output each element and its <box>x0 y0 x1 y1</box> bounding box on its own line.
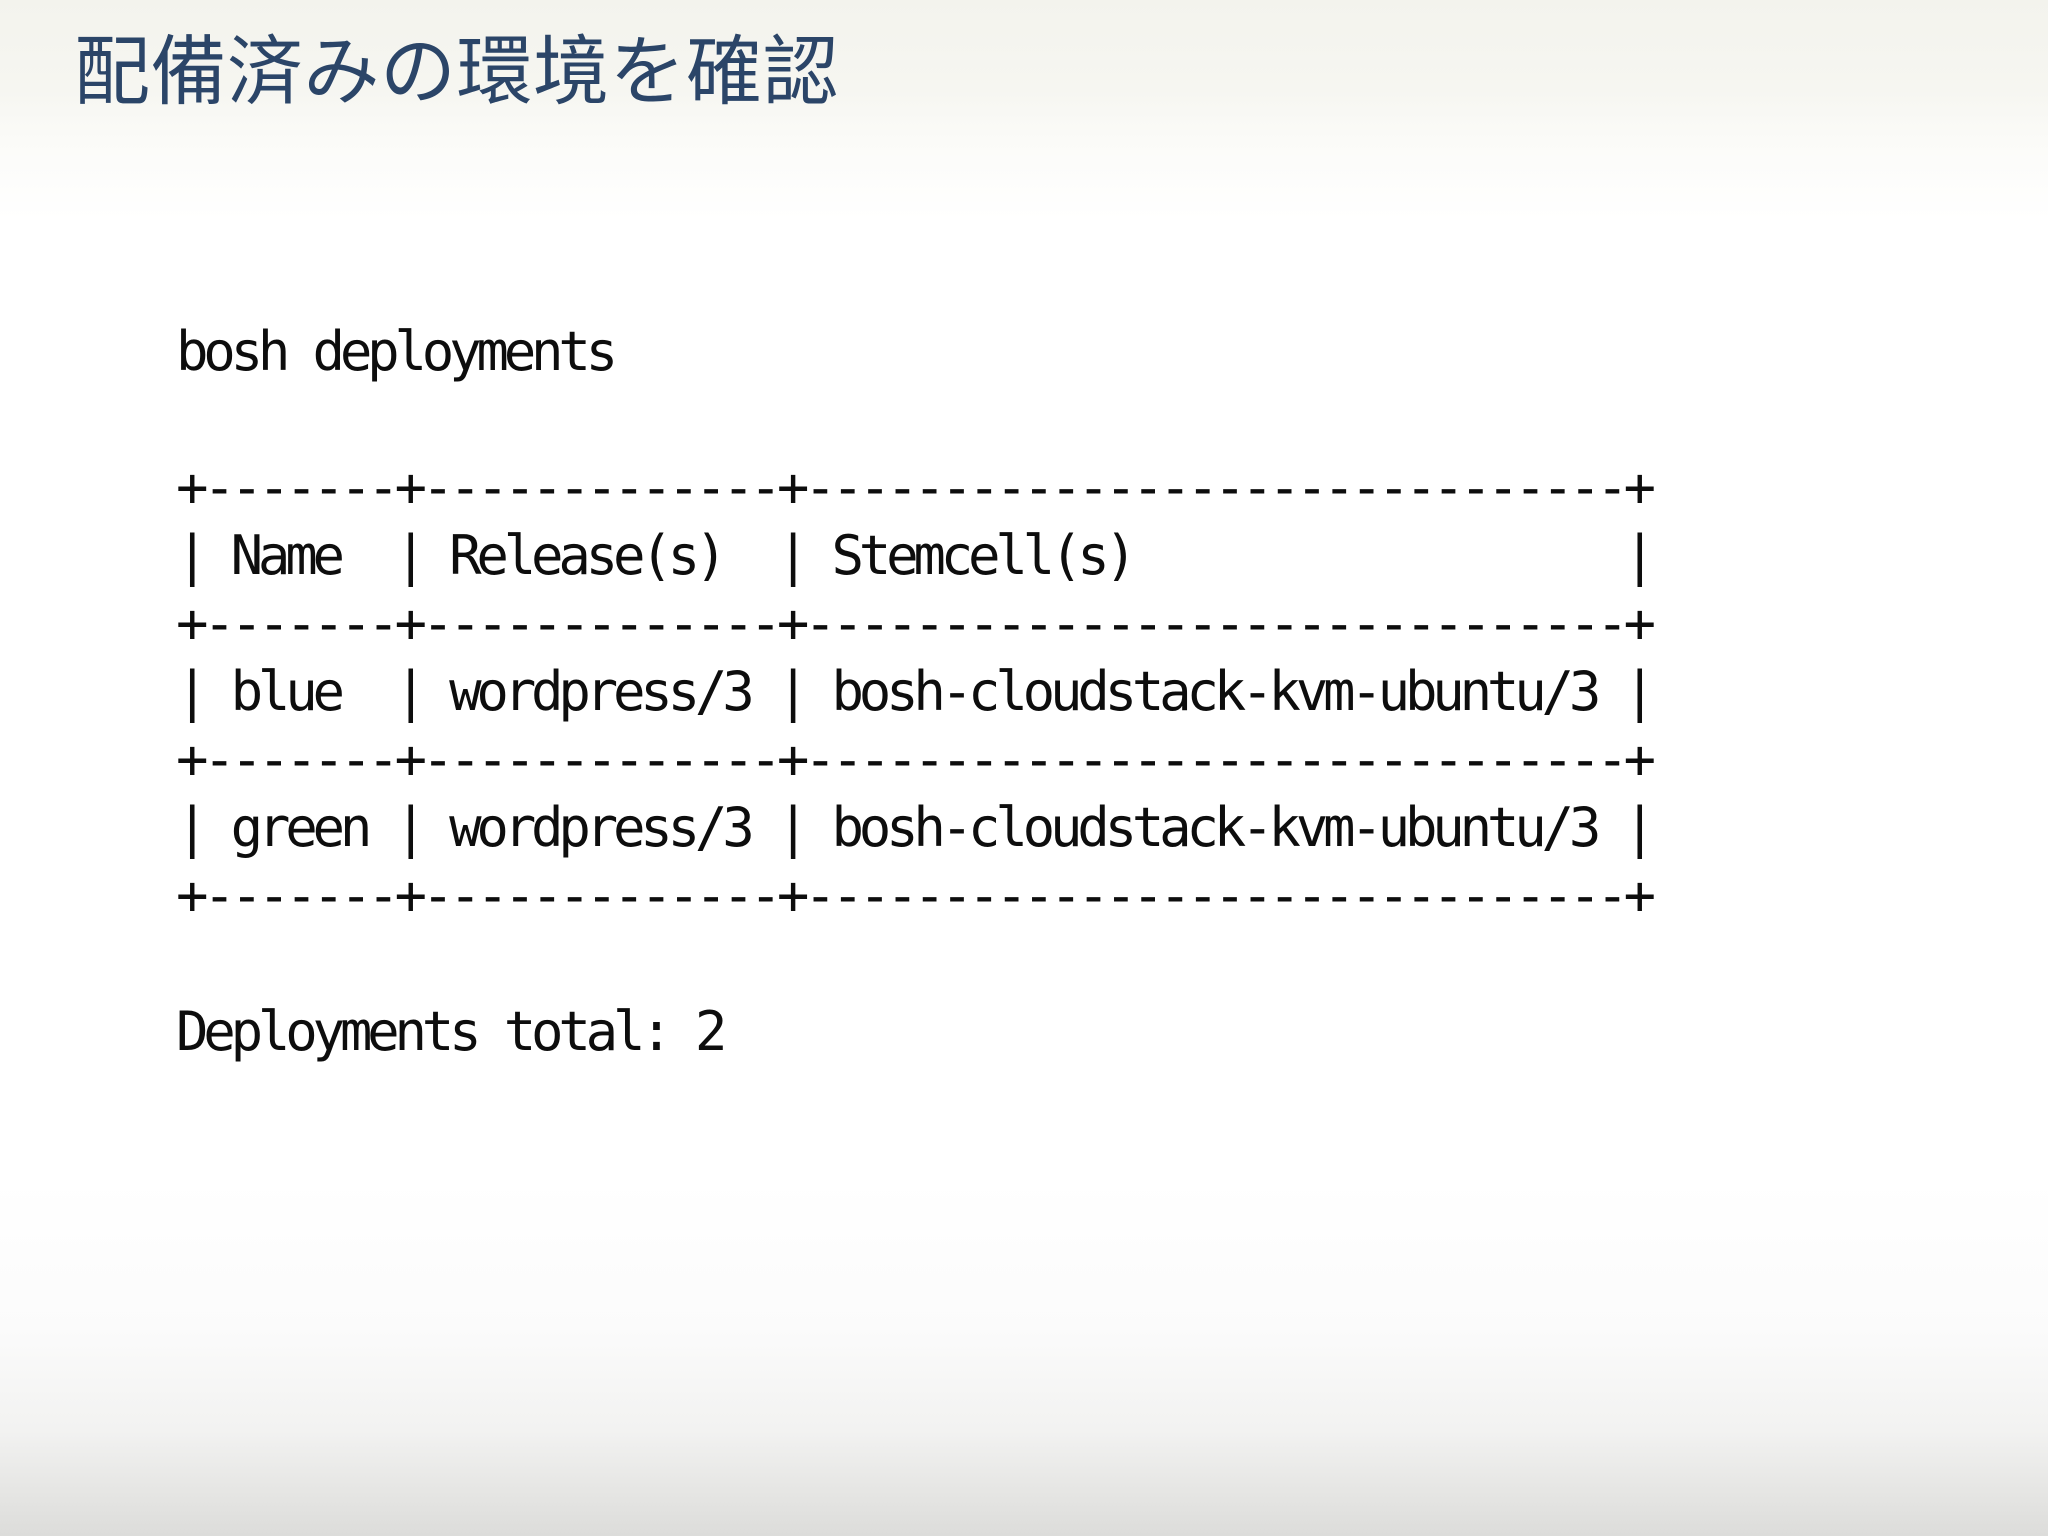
deployments-total-line: Deployments total: 2 <box>176 1000 727 1063</box>
table-row: | blue | wordpress/3 | bosh-cloudstack-k… <box>176 660 1656 723</box>
page-title: 配備済みの環境を確認 <box>74 27 839 116</box>
terminal-command-line: bosh deployments <box>176 320 618 383</box>
table-row: | green | wordpress/3 | bosh-cloudstack-… <box>176 796 1656 859</box>
terminal-blank-line-1 <box>176 386 1976 454</box>
table-separator-mid: +-------+-------------+-----------------… <box>176 728 1656 791</box>
table-separator-header: +-------+-------------+-----------------… <box>176 592 1656 655</box>
table-header-row: | Name | Release(s) | Stemcell(s) | <box>176 524 1656 587</box>
table-separator-bottom: +-------+-------------+-----------------… <box>176 864 1656 927</box>
terminal-output-block: bosh deployments +-------+-------------+… <box>176 318 1976 1066</box>
terminal-blank-line-2 <box>176 930 1976 998</box>
slide-header: 配備済みの環境を確認 <box>0 0 2048 170</box>
table-separator-top: +-------+-------------+-----------------… <box>176 456 1656 519</box>
